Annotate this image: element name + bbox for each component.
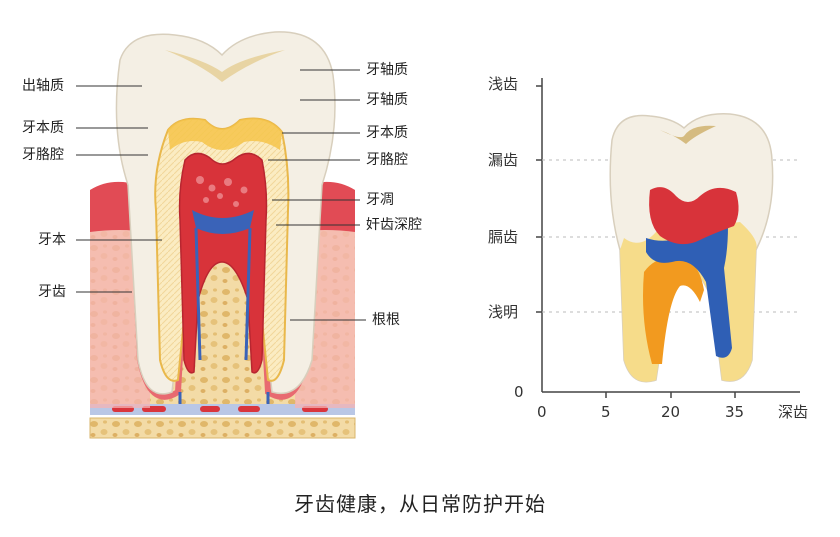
label-root-left: 牙本 [38, 232, 66, 248]
chart-y-label-4: 0 [514, 383, 524, 401]
chart-x-label-3: 35 [725, 403, 745, 421]
label-pulp-cavity-left: 牙胳腔 [22, 147, 64, 163]
label-dentin-right: 牙本质 [366, 125, 408, 141]
nerve-root-canals [194, 227, 252, 361]
crown-groove [165, 50, 285, 82]
chart-x-label-2: 20 [661, 403, 681, 421]
label-deep-cavity-right: 奸齿深腔 [366, 217, 422, 233]
chart-x-label-0: 0 [537, 403, 547, 421]
tooth-cross-section [89, 31, 356, 439]
inter-root-bone [204, 285, 242, 392]
stage-crown-groove [660, 125, 716, 144]
label-decay-right: 牙凋 [366, 192, 394, 208]
label-enamel-left: 出轴质 [22, 78, 64, 94]
bone-strip [89, 417, 356, 439]
chart-y-label-0: 浅齿 [488, 75, 519, 93]
apex-vessels [178, 392, 270, 404]
chart-ticks [536, 85, 736, 398]
stage-red [649, 187, 739, 245]
caption: 牙齿健康，从日常防护开始 [294, 492, 546, 516]
stage-chart [536, 78, 800, 398]
pulp-texture [196, 176, 248, 207]
label-root-canal-right: 根根 [372, 312, 400, 328]
chart-y-label-1: 漏齿 [488, 151, 519, 169]
chart-y-label-2: 膈齿 [488, 228, 519, 246]
label-dentin-left: 牙本质 [22, 120, 64, 136]
pulp-chamber [178, 152, 268, 374]
chart-x-label-1: 5 [601, 403, 611, 421]
label-enamel-right-1: 牙轴质 [366, 62, 408, 78]
chart-y-label-3: 浅明 [488, 303, 519, 321]
label-pulp-cavity-right: 牙胳腔 [366, 152, 408, 168]
chart-x-label-4: 深齿 [778, 403, 809, 421]
leader-lines [76, 69, 366, 321]
stage-blue [646, 222, 732, 358]
blood-vessel-band [90, 404, 355, 415]
nerve-band [192, 210, 254, 234]
stage-orange [643, 257, 704, 364]
label-tooth-left: 牙齿 [38, 284, 66, 300]
dentin-top [168, 118, 282, 150]
label-enamel-right-2: 牙轴质 [366, 92, 408, 108]
